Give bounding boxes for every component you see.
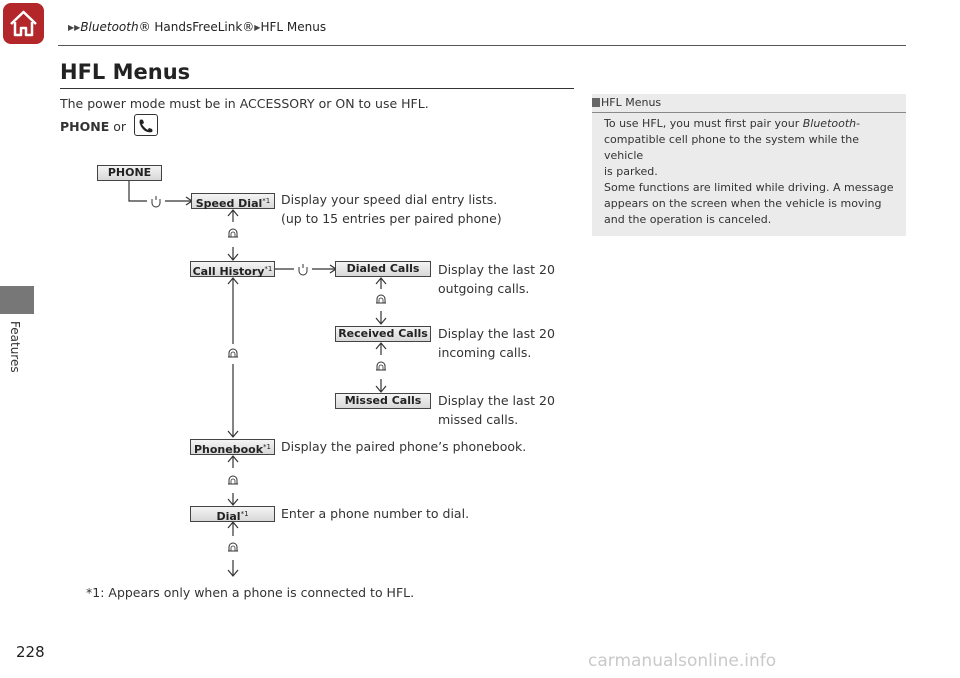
page-number: 228 <box>16 643 45 661</box>
desc-dial: Enter a phone number to dial. <box>281 506 470 521</box>
rotate-icon <box>227 228 239 238</box>
home-icon <box>10 10 37 37</box>
sidebar-heading: HFL Menus <box>592 96 661 109</box>
menu-missed-calls[interactable]: Missed Calls <box>335 393 431 409</box>
header-divider <box>58 45 906 46</box>
menu-phonebook[interactable]: Phonebook*1 <box>190 439 275 456</box>
sidebar-paragraph-1: To use HFL, you must first pair your Blu… <box>604 117 861 178</box>
menu-dial[interactable]: Dial*1 <box>190 506 275 523</box>
desc-speed-dial: Display your speed dial entry lists.(up … <box>281 192 502 226</box>
rotate-icon <box>375 294 387 304</box>
note-icon <box>592 98 600 107</box>
watermark: carmanualsonline.info <box>588 651 777 671</box>
title-divider <box>60 88 574 89</box>
rotate-icon <box>227 348 239 358</box>
section-label: Features <box>8 321 22 373</box>
breadcrumb-handsfreelink[interactable]: ® HandsFreeLink® <box>138 20 255 34</box>
rotate-icon <box>227 542 239 552</box>
footnote: *1: Appears only when a phone is connect… <box>86 585 415 600</box>
home-button[interactable] <box>3 3 44 44</box>
menu-phone[interactable]: PHONE <box>97 165 162 181</box>
menu-call-history[interactable]: Call History*1 <box>190 261 275 278</box>
phone-button-icon <box>133 114 158 136</box>
sidebar-note <box>592 94 906 236</box>
sidebar-paragraph-2: Some functions are limited while driving… <box>604 181 894 226</box>
intro-text: The power mode must be in ACCESSORY or O… <box>60 96 429 111</box>
menu-speed-dial[interactable]: Speed Dial*1 <box>191 193 275 210</box>
menu-dialed-calls[interactable]: Dialed Calls <box>335 261 431 277</box>
section-tab[interactable] <box>0 286 34 314</box>
intro-buttons: PHONE or <box>60 114 158 136</box>
menu-received-calls[interactable]: Received Calls <box>335 326 431 342</box>
breadcrumb: ▶▶Bluetooth® HandsFreeLink®▶HFL Menus <box>68 20 327 34</box>
desc-phonebook: Display the paired phone’s phonebook. <box>281 439 527 454</box>
rotate-icon <box>227 475 239 485</box>
breadcrumb-bluetooth[interactable]: Bluetooth <box>80 20 139 34</box>
rotate-icon <box>375 361 387 371</box>
breadcrumb-hfl-menus[interactable]: HFL Menus <box>260 20 327 34</box>
phone-button-label: PHONE <box>60 119 110 134</box>
press-icon <box>151 195 161 208</box>
press-icon <box>298 263 308 276</box>
page-title: HFL Menus <box>60 60 191 84</box>
sidebar-divider <box>592 112 906 113</box>
